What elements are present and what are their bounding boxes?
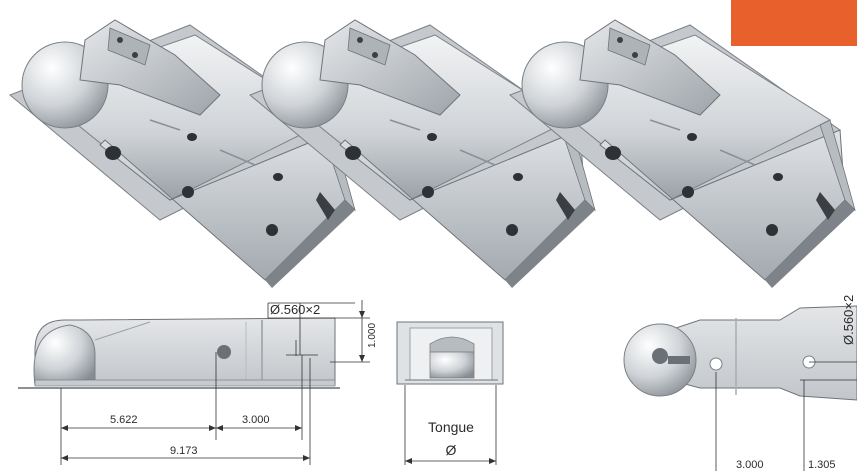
orange-corner-badge	[731, 0, 857, 46]
hole-diameter-right: Ø.560×2	[841, 295, 856, 345]
dim-1-000: 1.000	[367, 323, 378, 348]
side-view	[18, 317, 340, 389]
tongue-label: Tongue	[428, 419, 474, 435]
dim-9-173: 9.173	[170, 445, 198, 457]
side-view-dimensions: 5.622 3.000 9.173 1.000 Ø.560×2	[60, 300, 378, 465]
dim-1-305: 1.305	[808, 459, 836, 471]
top-view-dimensions: Ø.560×2 3.000 1.305	[715, 295, 857, 471]
dim-5-622: 5.622	[110, 414, 138, 426]
top-view	[623, 305, 857, 401]
front-view: Tongue Ø	[396, 321, 504, 465]
hole-diameter-left: Ø.560×2	[270, 302, 320, 317]
tongue-diameter-symbol: Ø	[446, 442, 457, 458]
dim-3-000-bottom: 3.000	[736, 459, 764, 471]
dim-3-000: 3.000	[242, 414, 270, 426]
